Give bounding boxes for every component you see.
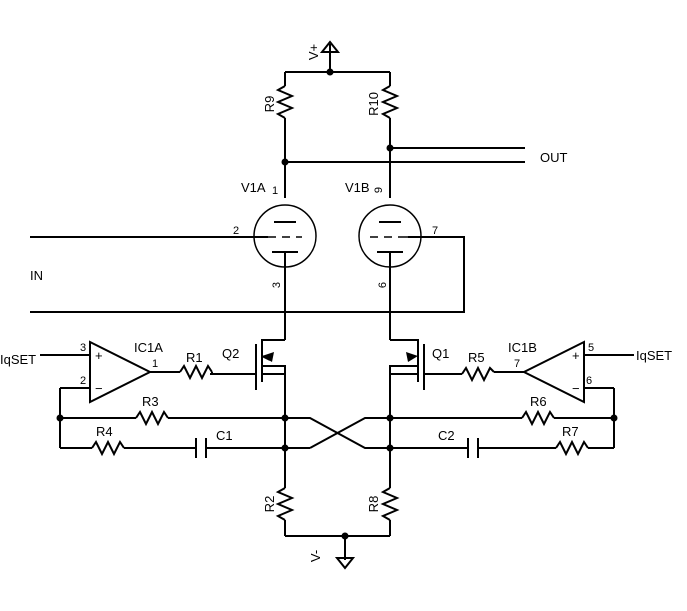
v1a-label: V1A	[241, 180, 266, 195]
r2-label: R2	[262, 496, 277, 513]
iqset-left-label: IqSET	[0, 352, 36, 367]
r8-resistor: R8	[366, 418, 400, 536]
tube-v1a: V1A 1 2 3	[30, 180, 317, 340]
r7-label: R7	[562, 424, 579, 439]
right-feedback: R6 R7 C2	[365, 388, 618, 458]
opamp-ic1a: + − 3 2 1 IC1A IqSET	[0, 340, 180, 404]
tube-v1b: V1B 9 7 6	[30, 180, 465, 340]
vplus-label: V+	[306, 44, 321, 60]
c1-label: C1	[216, 428, 233, 443]
r3-label: R3	[142, 394, 159, 409]
r10-resistor: R10	[366, 72, 400, 198]
svg-text:3: 3	[80, 342, 86, 354]
vminus-label: V-	[308, 550, 323, 562]
ic1a-label: IC1A	[134, 340, 163, 355]
r6-label: R6	[530, 394, 547, 409]
vplus-supply: V+	[285, 40, 390, 76]
svg-text:2: 2	[80, 375, 86, 387]
q1-label: Q1	[432, 346, 449, 361]
opamp-ic1b: + − 5 6 7 IC1B IqSET	[494, 340, 672, 404]
in-label: IN	[30, 268, 43, 283]
svg-text:6: 6	[377, 282, 389, 288]
svg-text:7: 7	[432, 225, 438, 237]
c2-label: C2	[438, 428, 455, 443]
svg-text:5: 5	[588, 342, 594, 354]
r10-label: R10	[366, 92, 381, 116]
svg-text:−: −	[572, 381, 580, 396]
r9-label: R9	[262, 96, 277, 113]
r9-resistor: R9	[262, 72, 295, 198]
vminus-supply: V-	[285, 532, 390, 570]
svg-text:9: 9	[373, 187, 385, 193]
svg-text:+: +	[95, 348, 103, 363]
svg-text:1: 1	[152, 358, 158, 370]
output-lines: OUT	[281, 144, 568, 166]
r1-resistor: R1	[179, 350, 213, 381]
r4-label: R4	[96, 424, 113, 439]
svg-text:6: 6	[586, 375, 592, 387]
left-feedback: R3 R4 C1	[56, 388, 310, 458]
ic1b-label: IC1B	[508, 340, 537, 355]
svg-text:−: −	[95, 381, 103, 396]
iqset-right-label: IqSET	[636, 348, 672, 363]
svg-text:3: 3	[271, 282, 283, 288]
r5-label: R5	[468, 350, 485, 365]
q2-label: Q2	[222, 346, 239, 361]
v1b-label: V1B	[345, 180, 370, 195]
mosfet-q2: Q2	[210, 339, 286, 420]
svg-text:1: 1	[272, 185, 278, 197]
out-label: OUT	[540, 150, 568, 165]
mosfet-q1: Q1	[389, 339, 462, 420]
svg-text:+: +	[572, 348, 580, 363]
svg-text:7: 7	[514, 358, 520, 370]
r1-label: R1	[186, 350, 203, 365]
r2-resistor: R2	[262, 418, 295, 536]
r8-label: R8	[366, 496, 381, 513]
svg-text:2: 2	[233, 225, 239, 237]
cross-coupling	[281, 414, 394, 452]
r5-resistor: R5	[461, 350, 495, 383]
